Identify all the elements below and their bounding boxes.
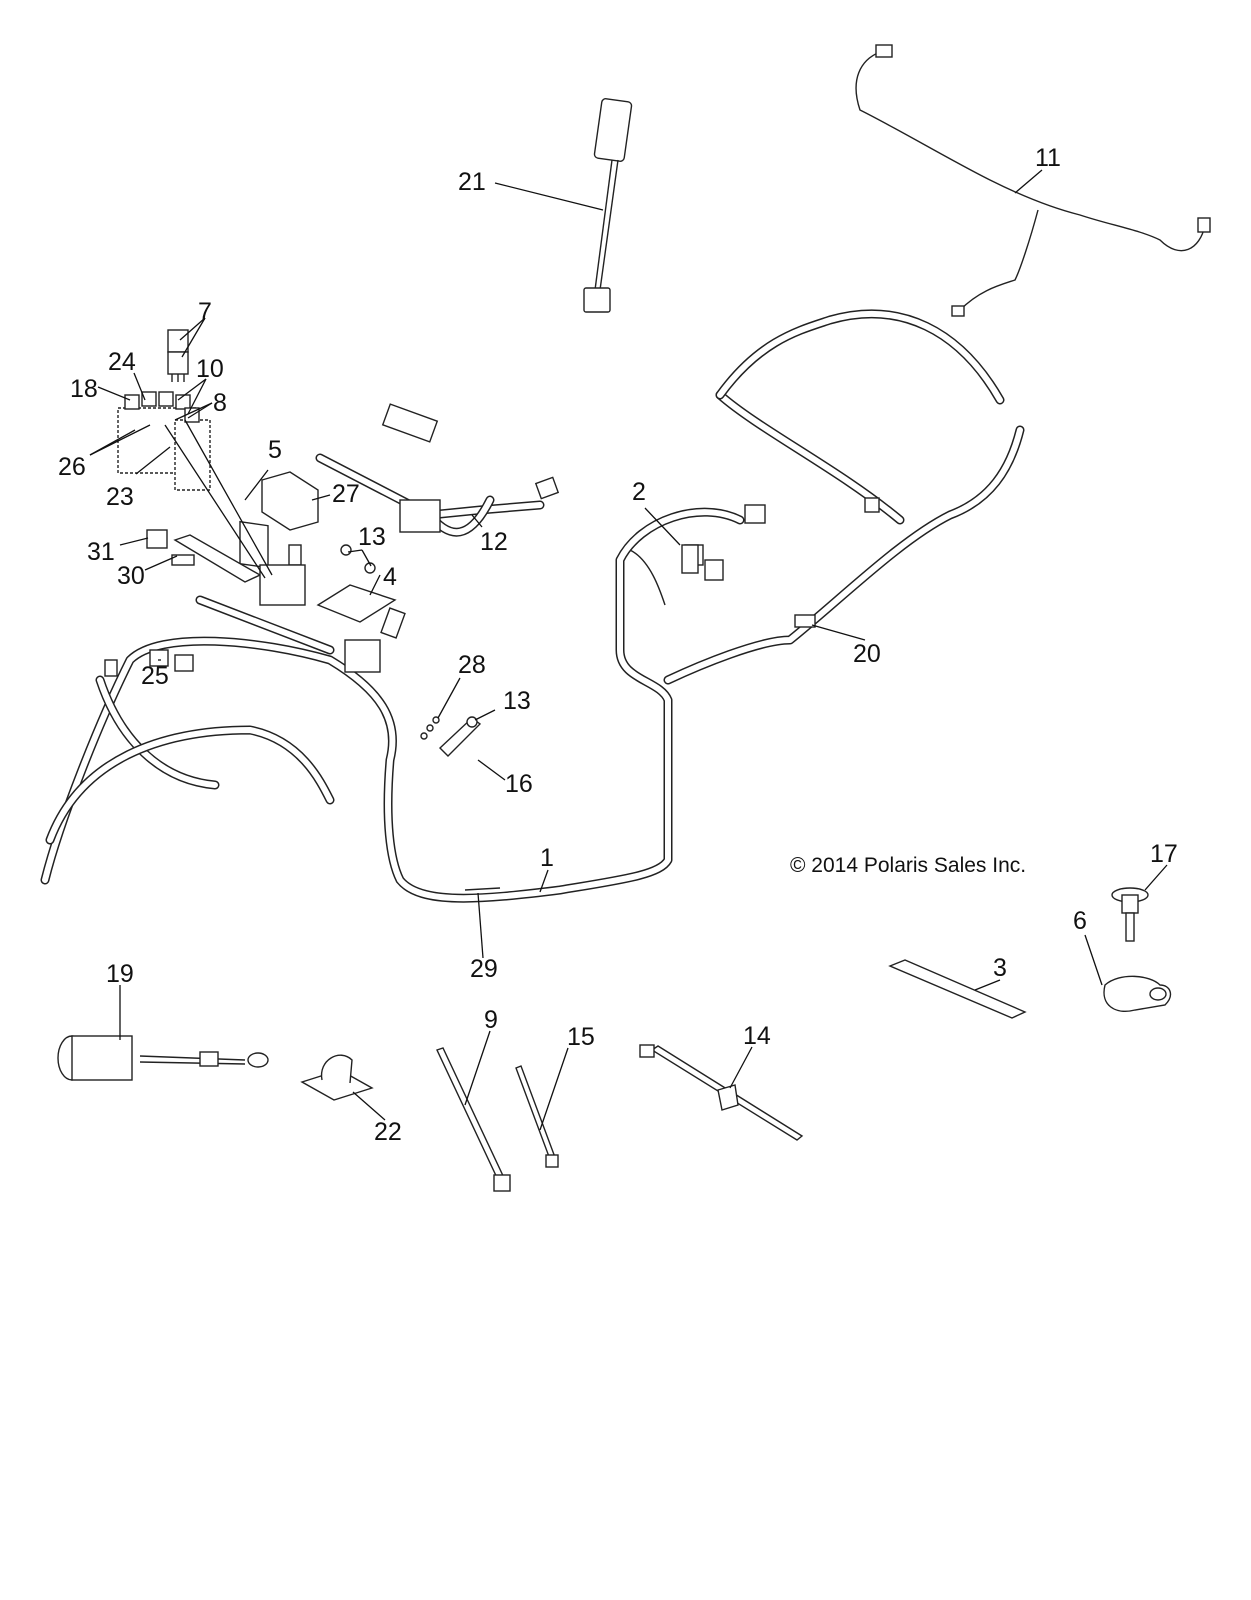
- part-28-clip[interactable]: [420, 716, 440, 740]
- callout-24: 24: [108, 348, 136, 376]
- callout-28: 28: [458, 651, 486, 679]
- callout-26: 26: [58, 453, 86, 481]
- part-mini-relay[interactable]: [288, 544, 302, 566]
- callout-5: 5: [268, 436, 282, 464]
- callout-30: 30: [117, 562, 145, 590]
- part-1-main-harness[interactable]: [40, 309, 1025, 903]
- callout-21: 21: [458, 168, 486, 196]
- callout-2: 2: [632, 478, 646, 506]
- leader-lines: [89, 169, 1168, 1131]
- callout-18: 18: [70, 375, 98, 403]
- callout-13-bottom: 13: [503, 687, 531, 715]
- callout-7: 7: [198, 298, 212, 326]
- callout-17: 17: [1150, 840, 1178, 868]
- callout-19: 19: [106, 960, 134, 988]
- callout-13-top: 13: [358, 523, 386, 551]
- part-11-harness[interactable]: [855, 44, 1211, 317]
- callout-9: 9: [484, 1006, 498, 1034]
- part-15-cable-tie[interactable]: [515, 1065, 559, 1168]
- callout-8: 8: [213, 389, 227, 417]
- callout-23: 23: [106, 483, 134, 511]
- callout-20: 20: [853, 640, 881, 668]
- part-6-clamp[interactable]: [1103, 975, 1172, 1012]
- callout-14: 14: [743, 1022, 771, 1050]
- callout-6: 6: [1073, 907, 1087, 935]
- part-9-cable-tie[interactable]: [436, 1047, 511, 1192]
- part-17-bolt[interactable]: [1111, 887, 1149, 942]
- callout-12: 12: [480, 528, 508, 556]
- part-13-nut[interactable]: [466, 716, 478, 728]
- callout-29: 29: [470, 955, 498, 983]
- callout-1: 1: [540, 844, 554, 872]
- copyright-notice: © 2014 Polaris Sales Inc.: [790, 854, 1026, 877]
- fuse-box[interactable]: [117, 391, 211, 491]
- callout-labels: 21 11 7 24 10 18 8 26 23 5 27 31 30 12 1…: [58, 144, 1178, 1146]
- callout-27: 27: [332, 480, 360, 508]
- part-20-clip[interactable]: [794, 614, 816, 628]
- callout-3: 3: [993, 954, 1007, 982]
- part-27-fuse-cover[interactable]: [261, 471, 319, 531]
- callout-25: 25: [141, 662, 169, 690]
- callout-22: 22: [374, 1118, 402, 1146]
- callout-15: 15: [567, 1023, 595, 1051]
- callout-10: 10: [196, 355, 224, 383]
- part-31-relay[interactable]: [146, 529, 168, 549]
- part-21-sensor-harness[interactable]: [583, 98, 633, 313]
- part-12-harness[interactable]: [315, 403, 560, 537]
- part-2-connector[interactable]: [629, 544, 699, 606]
- callout-4: 4: [383, 563, 397, 591]
- callout-16: 16: [505, 770, 533, 798]
- part-4-bracket[interactable]: [316, 584, 397, 623]
- part-22-clip[interactable]: [300, 1054, 374, 1101]
- part-29-label[interactable]: [464, 887, 501, 891]
- callout-11: 11: [1035, 144, 1061, 172]
- part-7-relay[interactable]: [167, 329, 189, 382]
- part-16-ground-bar[interactable]: [438, 717, 482, 757]
- part-14-push-mount-tie[interactable]: [639, 1044, 804, 1141]
- callout-31: 31: [87, 538, 115, 566]
- part-19-grommet[interactable]: [57, 1035, 269, 1081]
- part-3-foam-tape[interactable]: [888, 959, 1027, 1019]
